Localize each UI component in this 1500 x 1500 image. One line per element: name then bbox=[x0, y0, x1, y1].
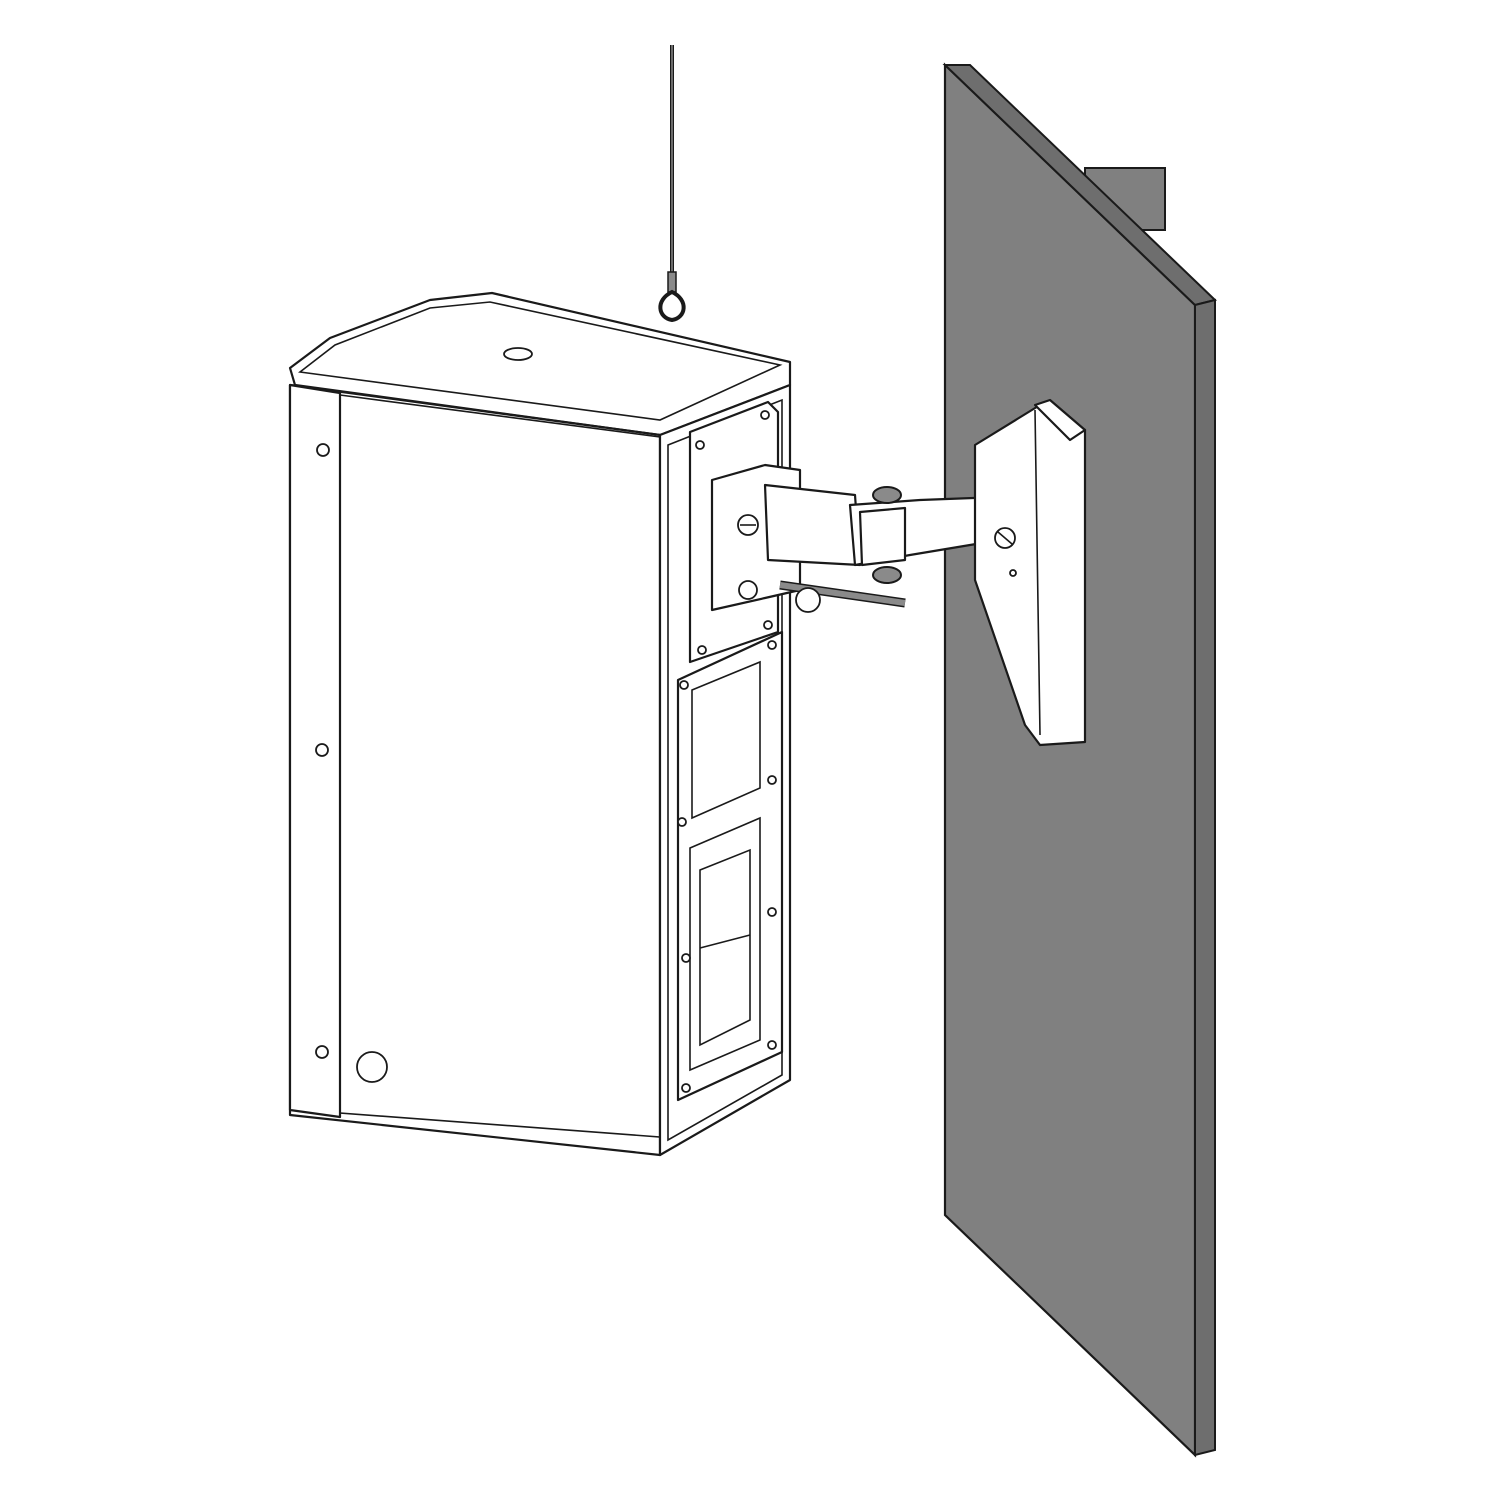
connector-panel bbox=[676, 630, 784, 1102]
arm-inner bbox=[763, 483, 862, 567]
pivot-nut-bottom bbox=[872, 566, 902, 584]
top-fly-point bbox=[503, 347, 533, 361]
front-rail bbox=[288, 383, 342, 1119]
tilt-bolt bbox=[779, 582, 906, 606]
wall-bracket bbox=[710, 398, 1087, 747]
wall-panel bbox=[942, 62, 1217, 1458]
speaker-cabinet bbox=[288, 291, 792, 1157]
port-hole bbox=[356, 1051, 388, 1083]
wall-front-face bbox=[943, 62, 1197, 1458]
wall-right-edge bbox=[1194, 298, 1216, 1457]
pivot-nut-top bbox=[872, 486, 902, 504]
speaker-front-face bbox=[288, 383, 662, 1157]
safety-cable bbox=[658, 45, 686, 323]
